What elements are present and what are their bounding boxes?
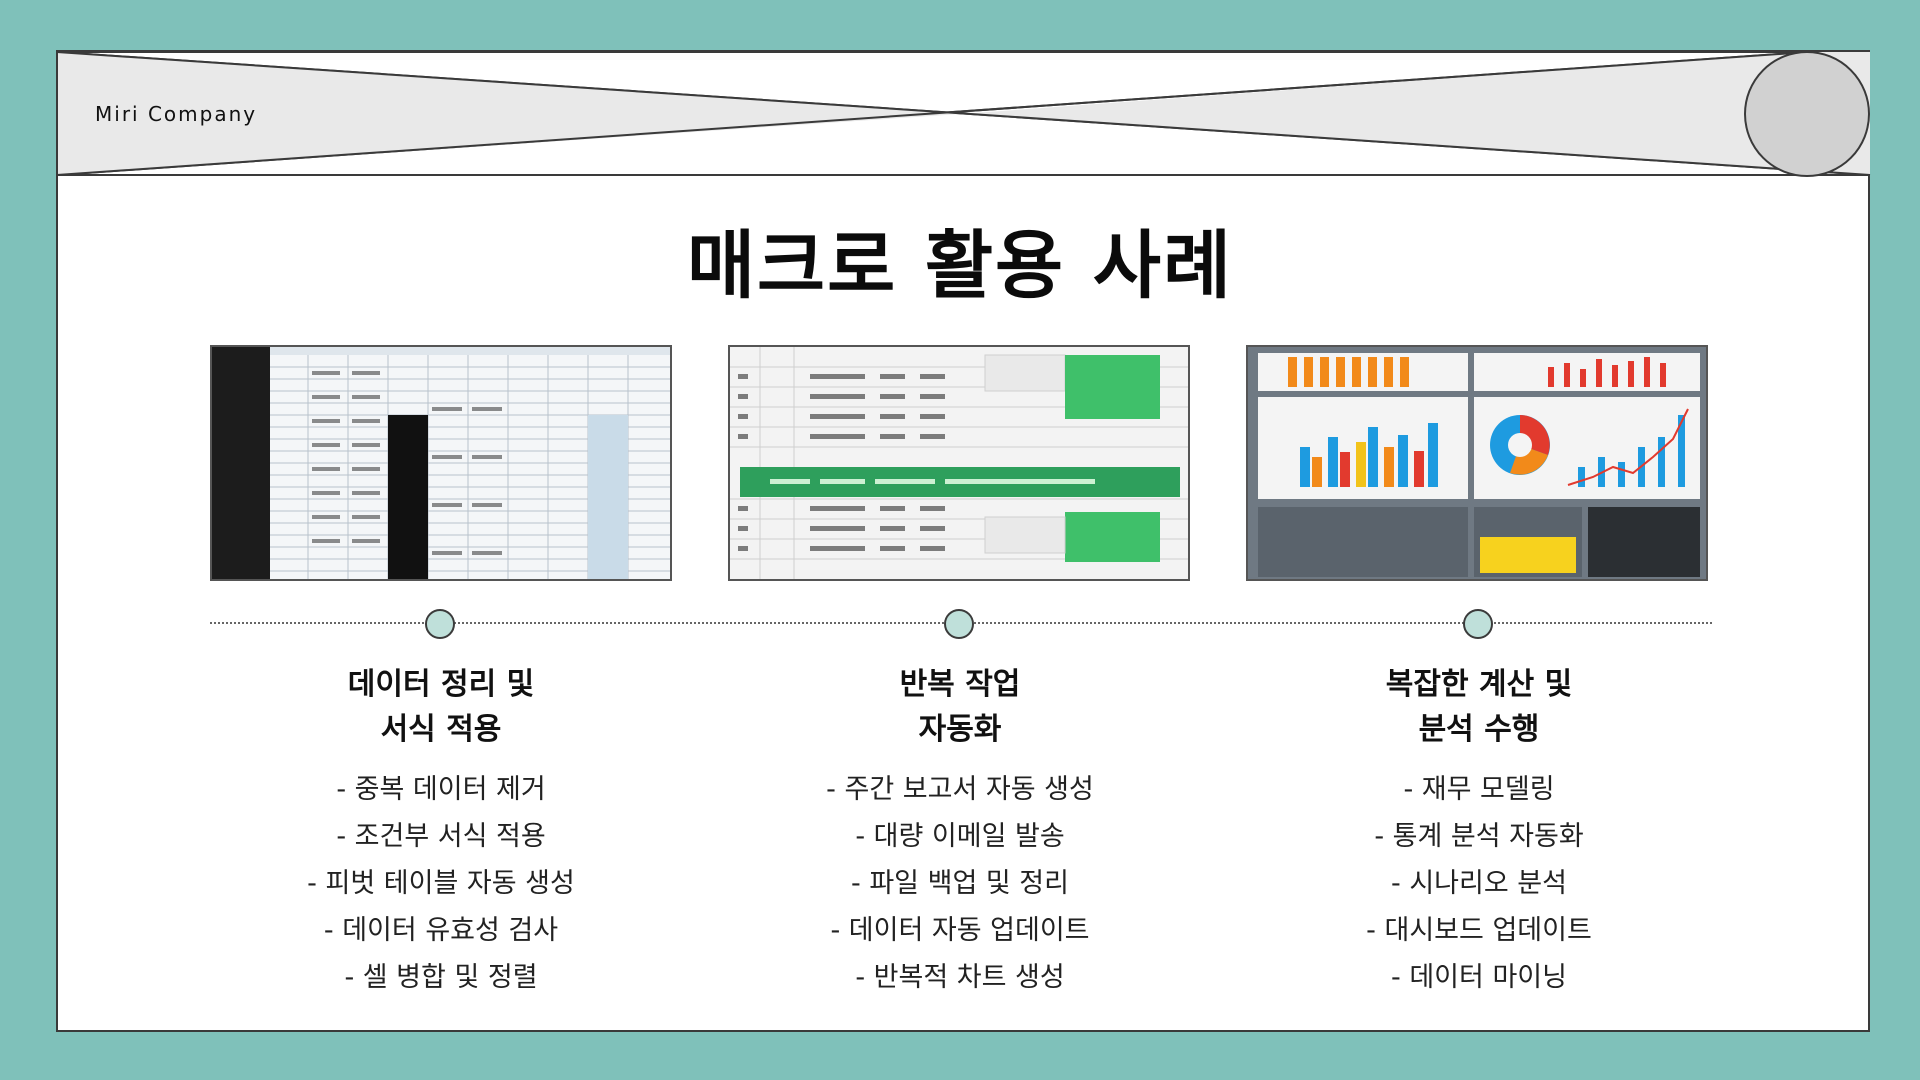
column-heading: 반복 작업 자동화 [899, 667, 1021, 747]
timeline-dot [944, 609, 974, 639]
bullet-list: - 중복 데이터 제거 - 조건부 서식 적용 - 피벗 테이블 자동 생성 -… [181, 766, 701, 1001]
list-item: - 재무 모델링 [1403, 774, 1555, 805]
list-item: - 시나리오 분석 [1391, 868, 1567, 899]
brand-label: Miri Company [95, 102, 258, 126]
list-item: - 피벗 테이블 자동 생성 [307, 868, 575, 899]
column-heading: 데이터 정리 및 서식 적용 [347, 667, 535, 747]
list-item: - 셀 병합 및 정렬 [344, 962, 538, 993]
list-item: - 대시보드 업데이트 [1366, 915, 1592, 946]
list-item: - 데이터 마이닝 [1391, 962, 1567, 993]
page-title: 매크로 활용 사례 [686, 223, 1234, 309]
bullet-list: - 주간 보고서 자동 생성 - 대량 이메일 발송 - 파일 백업 및 정리 … [700, 766, 1220, 1001]
list-item: - 조건부 서식 적용 [336, 821, 546, 852]
column-data-cleanup: 데이터 정리 및 서식 적용 - 중복 데이터 제거 - 조건부 서식 적용 -… [181, 662, 701, 1001]
list-item: - 대량 이메일 발송 [855, 821, 1065, 852]
column-automation: 반복 작업 자동화 - 주간 보고서 자동 생성 - 대량 이메일 발송 - 파… [700, 662, 1220, 1001]
list-item: - 데이터 자동 업데이트 [830, 915, 1090, 946]
timeline-dot [425, 609, 455, 639]
spreadsheet-data-image [210, 345, 672, 581]
bullet-list: - 재무 모델링 - 통계 분석 자동화 - 시나리오 분석 - 대시보드 업데… [1219, 766, 1739, 1001]
list-item: - 파일 백업 및 정리 [851, 868, 1069, 899]
list-item: - 중복 데이터 제거 [336, 774, 546, 805]
column-analysis: 복잡한 계산 및 분석 수행 - 재무 모델링 - 통계 분석 자동화 - 시나… [1219, 662, 1739, 1001]
timeline-dot [1463, 609, 1493, 639]
spreadsheet-rows-image [728, 345, 1190, 581]
roll-circle [1744, 51, 1870, 177]
list-item: - 주간 보고서 자동 생성 [826, 774, 1094, 805]
column-heading: 복잡한 계산 및 분석 수행 [1385, 667, 1573, 747]
list-item: - 반복적 차트 생성 [855, 962, 1065, 993]
dashboard-image [1246, 345, 1708, 581]
list-item: - 통계 분석 자동화 [1374, 821, 1584, 852]
list-item: - 데이터 유효성 검사 [323, 915, 559, 946]
ribbon-banner [56, 51, 1871, 177]
